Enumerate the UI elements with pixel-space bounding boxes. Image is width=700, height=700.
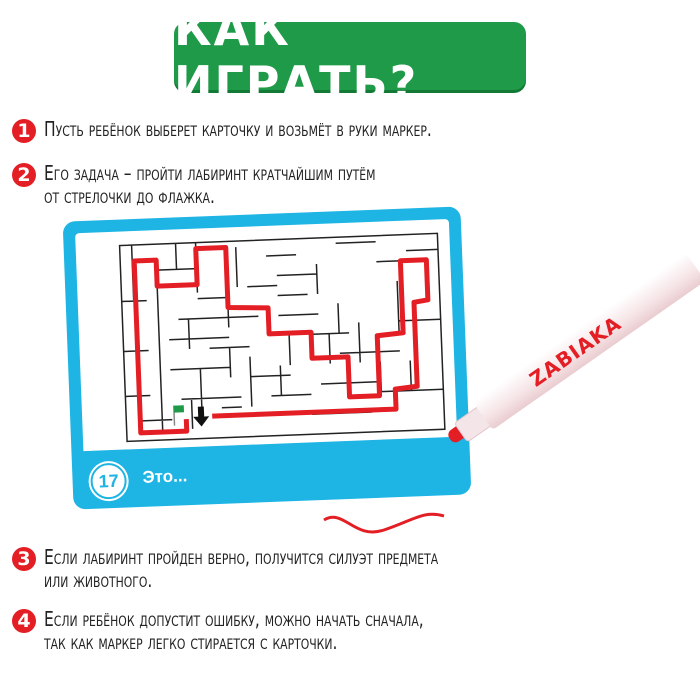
flag-icon <box>173 405 185 426</box>
step-number-badge: 4 <box>12 609 36 633</box>
marker-scribble <box>323 512 445 534</box>
solution-path <box>131 245 431 436</box>
marker-brand-logo: ZABIAKA <box>525 310 626 392</box>
step-number-badge: 1 <box>12 119 36 143</box>
maze-area <box>75 218 458 452</box>
step-4: 4 Если ребёнок допустит ошибку, можно на… <box>12 608 700 654</box>
step-number-badge: 3 <box>12 547 36 571</box>
step-text: Если лабиринт пройден верно, получится с… <box>44 545 439 592</box>
marker-pen: ZABIAKA <box>439 251 700 454</box>
step-3: 3 Если лабиринт пройден верно, получится… <box>12 546 700 592</box>
title-banner: Как играть? <box>174 2 526 110</box>
card-number-badge: 17 <box>89 462 128 500</box>
step-2: 2 Его задача – пройти лабиринт кратчайши… <box>12 162 700 208</box>
maze-card: 17 Это... <box>62 206 472 510</box>
step-1: 1 Пусть ребёнок выберет карточку и возьм… <box>12 118 700 143</box>
step-text: Его задача – пройти лабиринт кратчайшим … <box>44 161 376 208</box>
card-caption: Это... <box>142 466 188 487</box>
step-text: Если ребёнок допустит ошибку, можно нача… <box>44 607 424 654</box>
step-number-badge: 2 <box>12 163 36 187</box>
step-text: Пусть ребёнок выберет карточку и возьмёт… <box>44 117 432 141</box>
start-arrow-icon <box>193 406 210 427</box>
maze-illustration <box>118 232 446 443</box>
marker-body: ZABIAKA <box>473 253 700 430</box>
page-title: Как играть? <box>174 2 419 110</box>
